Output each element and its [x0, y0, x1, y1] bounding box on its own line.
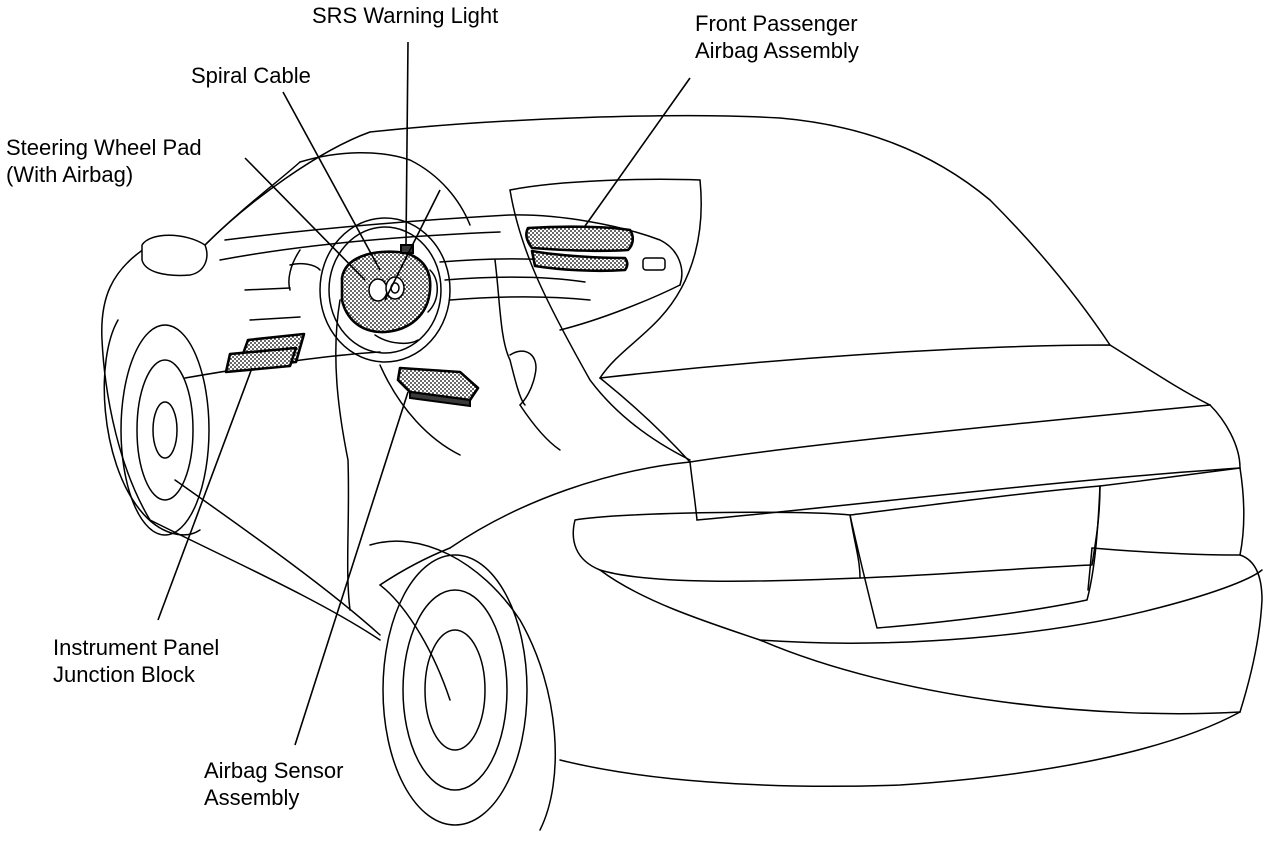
leader-spiral-cable [282, 91, 381, 271]
airbag-sensor-assembly [396, 366, 480, 408]
car-body [101, 114, 1263, 788]
leader-srs-warning-light [405, 41, 409, 246]
label-srs-warning-light: SRS Warning Light [312, 3, 499, 28]
label-instrument-panel-line2: Junction Block [53, 662, 195, 687]
label-front-passenger-airbag-line1: Front Passenger [695, 11, 858, 36]
srs-warning-light-indicator [400, 244, 414, 254]
label-airbag-sensor-line1: Airbag Sensor [204, 758, 344, 783]
front-passenger-airbag-assembly [525, 225, 635, 273]
label-airbag-sensor-line2: Assembly [204, 785, 300, 810]
rear-wheel [369, 540, 556, 831]
label-front-passenger-airbag-line2: Airbag Assembly [695, 38, 859, 63]
steering-wheel [319, 217, 451, 363]
label-instrument-panel-junction-block: Instrument Panel Junction Block [53, 634, 219, 688]
leader-steering-wheel-pad [244, 157, 366, 281]
leader-front-passenger-airbag [584, 77, 691, 227]
front-wheel [103, 319, 210, 536]
label-instrument-panel-line1: Instrument Panel [53, 635, 220, 660]
leader-instrument-panel-jb [157, 367, 253, 621]
label-airbag-sensor-assembly: Airbag Sensor Assembly [204, 757, 343, 811]
leader-airbag-sensor [294, 391, 409, 746]
label-steering-wheel-pad: Steering Wheel Pad (With Airbag) [6, 134, 202, 188]
leader-lines [157, 41, 691, 746]
instrument-panel-junction-block [224, 332, 306, 374]
label-spiral-cable: Spiral Cable [191, 63, 311, 88]
label-steering-wheel-pad-line1: Steering Wheel Pad [6, 135, 202, 160]
steering-wheel-pad-airbag [340, 250, 432, 334]
label-front-passenger-airbag: Front Passenger Airbag Assembly [695, 10, 859, 64]
label-steering-wheel-pad-line2: (With Airbag) [6, 162, 134, 187]
leader-srs-light-wire [384, 189, 441, 301]
